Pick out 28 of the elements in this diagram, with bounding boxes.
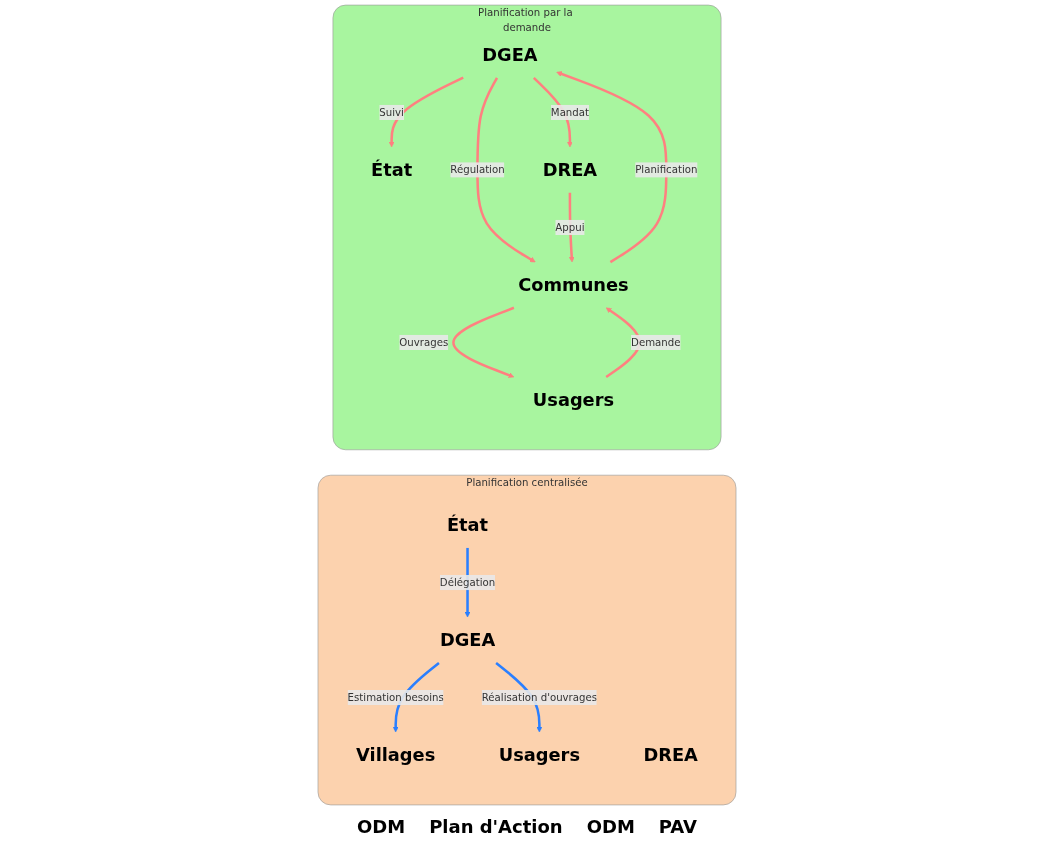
edge-label: Planification [635,163,698,176]
edge-label: Estimation besoins [347,691,444,704]
note-text: Plan d'Action [429,816,563,837]
node-text: Villages [356,744,436,766]
edge-label: Réalisation d'ouvrages [481,691,598,704]
node-text: Usagers [498,744,580,766]
node-text: État [446,514,489,536]
edge-label: Suivi [379,106,404,119]
arrow [476,77,536,263]
node-text: DREA [542,159,598,181]
edge-label: Délégation [439,576,496,589]
edge-label: Appui [555,221,585,234]
node-text: Communes [518,274,629,296]
node-text: DGEA [482,44,538,66]
note-text: PAV [658,816,697,837]
edge-label: Mandat [550,106,589,119]
edge-label: Demande [631,336,681,349]
node-text: Usagers [532,389,615,411]
edge-label: Régulation [450,163,505,176]
note-text: ODM [356,816,406,837]
arrow [452,306,515,378]
node-text: DREA [643,744,698,766]
arrow [605,307,641,379]
note-text: ODM [586,816,635,837]
edge-label: Ouvrages [399,336,449,349]
arrow [388,76,464,148]
node-text: État [371,159,413,181]
node-text: DGEA [439,629,496,651]
